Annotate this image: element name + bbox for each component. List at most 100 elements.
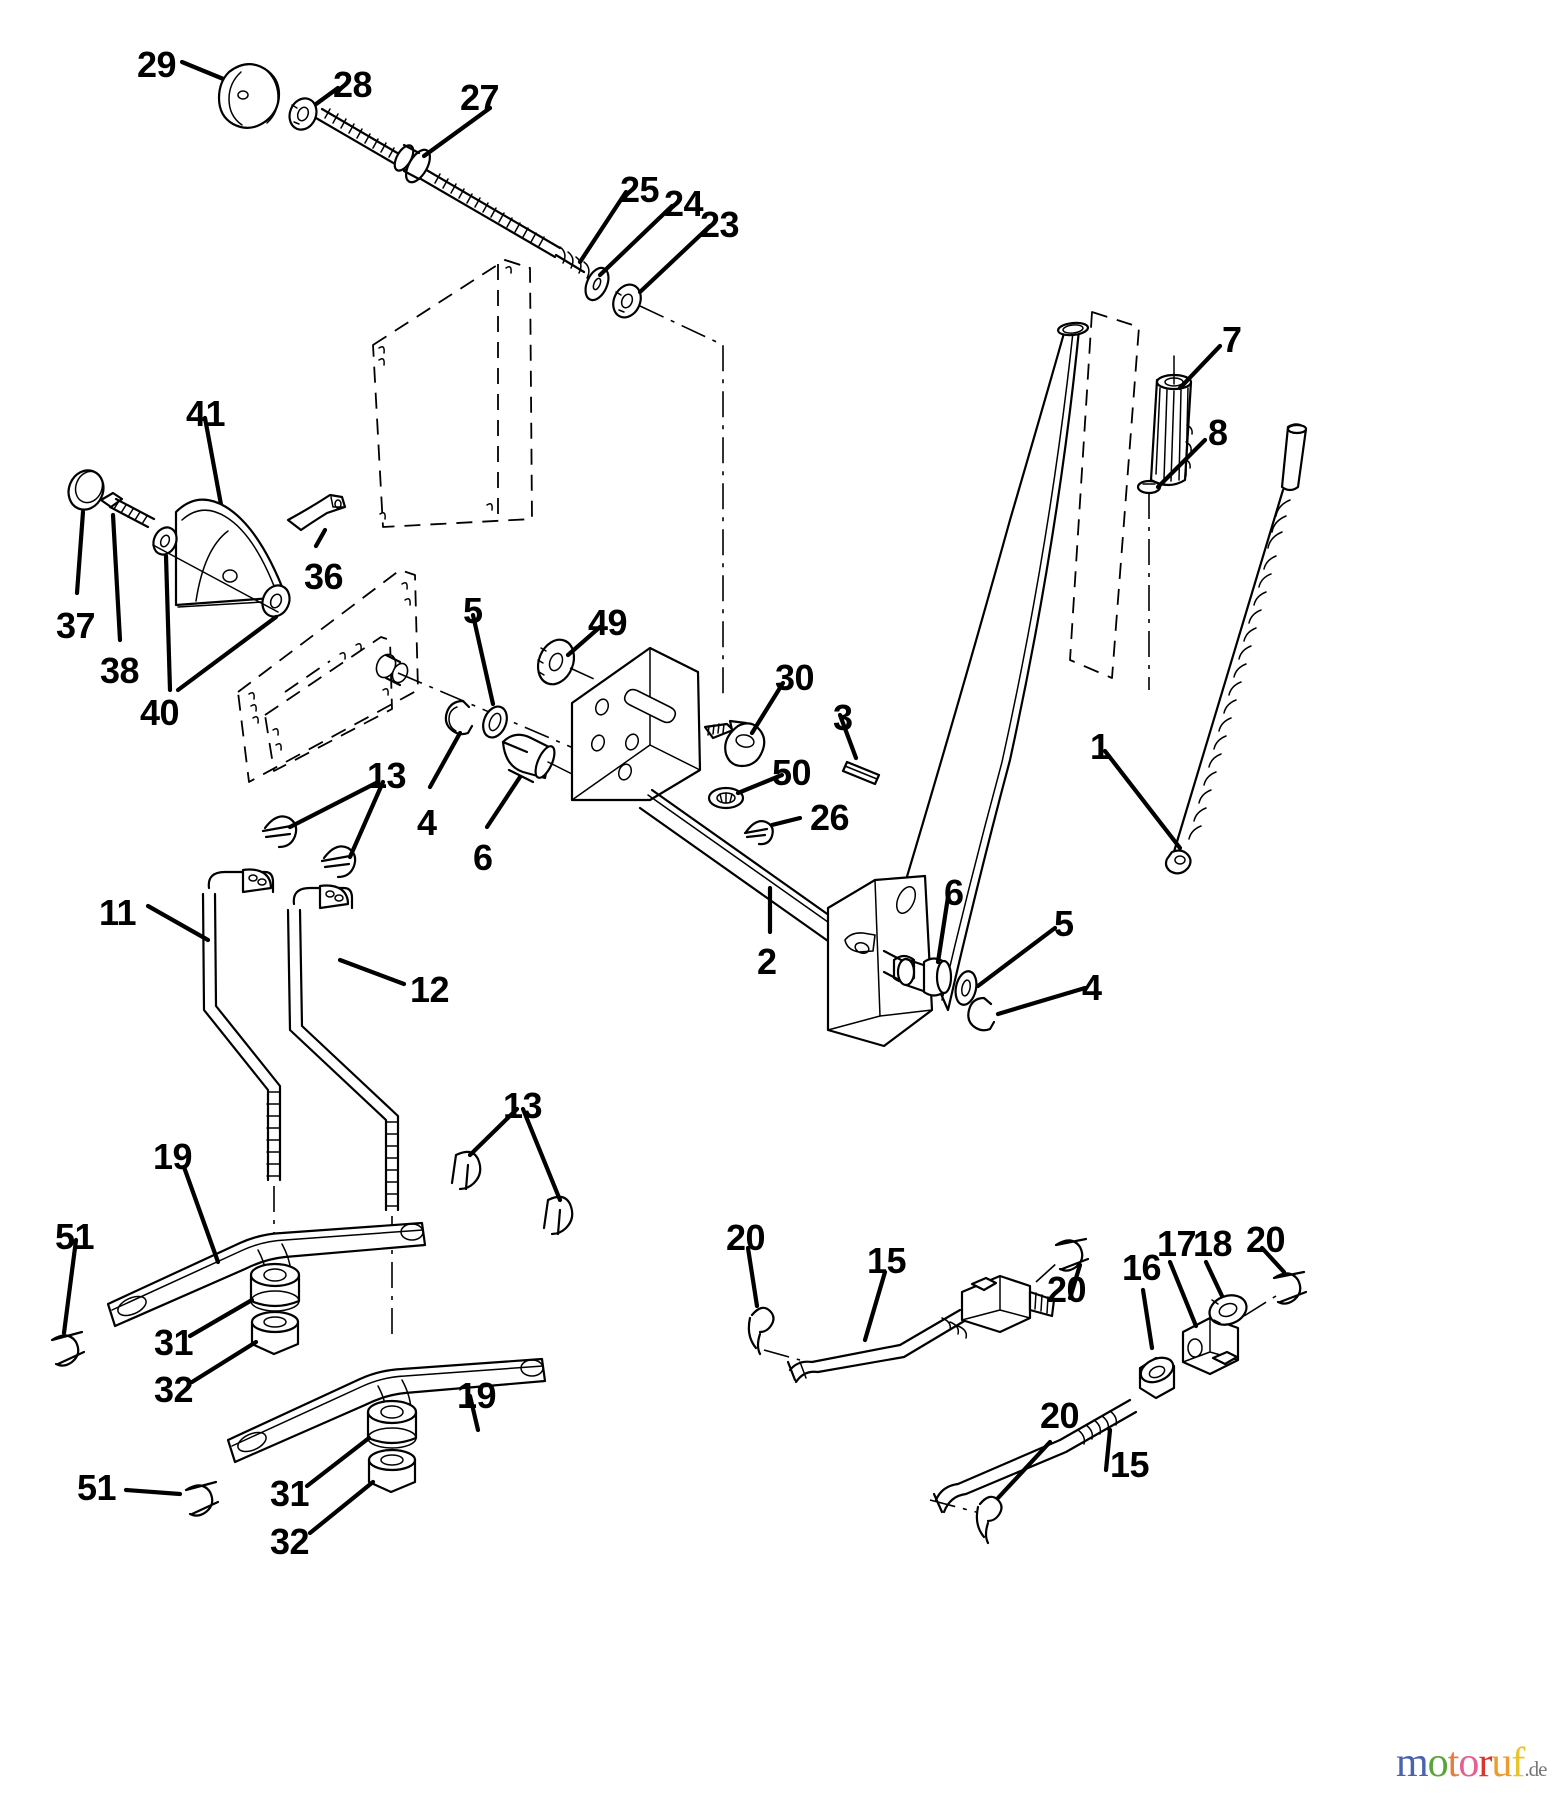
callout-13-upper: 13 xyxy=(367,755,407,796)
wm-letter-t: t xyxy=(1447,1740,1460,1786)
part-32-nut-b xyxy=(367,1448,417,1494)
part-13-clip-d xyxy=(542,1195,574,1236)
part-1-spring-rod xyxy=(1164,423,1308,875)
part-5-washer-center xyxy=(482,705,508,739)
part-2-lift-shaft xyxy=(638,788,842,943)
part-49-flanged-bushing xyxy=(536,638,576,686)
callout-31-upper: 31 xyxy=(154,1322,194,1363)
callout-31-lower: 31 xyxy=(270,1473,310,1514)
grip-tube-phantom xyxy=(1069,311,1140,679)
callout-4-center: 4 xyxy=(417,802,437,843)
wm-letter-u: u xyxy=(1491,1740,1512,1786)
wm-letter-r: r xyxy=(1478,1740,1492,1786)
part-20-clip-bottom xyxy=(975,1495,1003,1545)
part-28-washer xyxy=(288,97,318,131)
callout-2: 2 xyxy=(757,941,777,982)
callout-24: 24 xyxy=(664,183,704,224)
part-31-spacer-b xyxy=(366,1399,418,1449)
part-19-lift-arm-b xyxy=(226,1357,547,1464)
callout-29: 29 xyxy=(137,44,177,85)
callout-15-lower: 15 xyxy=(1110,1444,1150,1485)
callout-13-lower: 13 xyxy=(503,1085,543,1126)
part-51-clip-b xyxy=(184,1480,220,1517)
console-panel-phantom xyxy=(372,259,533,528)
part-36-stop-bracket xyxy=(286,493,347,532)
callout-19-upper: 19 xyxy=(153,1136,193,1177)
motoruf-watermark: motoruf.de xyxy=(1396,1740,1547,1786)
part-37-cap xyxy=(67,469,105,511)
callout-23: 23 xyxy=(700,204,740,245)
callout-20-a: 20 xyxy=(726,1217,766,1258)
callout-1: 1 xyxy=(1090,726,1110,767)
wm-letter-m: m xyxy=(1396,1740,1429,1786)
callout-18: 18 xyxy=(1193,1223,1233,1264)
callout-28: 28 xyxy=(333,64,373,105)
part-38-bolt xyxy=(99,491,156,529)
callout-16: 16 xyxy=(1122,1247,1162,1288)
part-26-cotter-pin xyxy=(743,820,774,846)
callout-30: 30 xyxy=(775,657,815,698)
part-13-clip-c xyxy=(450,1150,482,1191)
part-17-trunnion-upper xyxy=(941,1274,1056,1339)
callout-15-upper: 15 xyxy=(867,1240,907,1281)
part-7-handle-grip xyxy=(1149,373,1193,487)
part-13-clip-b xyxy=(320,845,357,879)
part-31-spacer-a xyxy=(249,1262,301,1312)
lift-lever-handle xyxy=(826,321,1090,1048)
part-15-rod-lower xyxy=(932,1398,1138,1514)
callout-6-center: 6 xyxy=(473,837,493,878)
callout-37: 37 xyxy=(56,605,96,646)
callout-36: 36 xyxy=(304,556,344,597)
callout-38: 38 xyxy=(100,650,140,691)
callout-5-center: 5 xyxy=(463,590,483,631)
part-30-clevis xyxy=(703,719,766,768)
callout-40: 40 xyxy=(140,692,180,733)
wm-letter-o1: o xyxy=(1427,1740,1449,1786)
part-51-clip-a xyxy=(50,1330,86,1367)
callout-49: 49 xyxy=(588,602,628,643)
part-12-lift-link-right xyxy=(286,884,400,1212)
callout-20-d: 20 xyxy=(1040,1395,1080,1436)
callout-32-lower: 32 xyxy=(270,1521,310,1562)
callout-51-lower: 51 xyxy=(77,1467,117,1508)
part-41-lever-boot xyxy=(174,498,288,608)
callout-20-b: 20 xyxy=(1047,1269,1087,1310)
callout-17: 17 xyxy=(1157,1223,1197,1264)
callout-6-right: 6 xyxy=(944,872,964,913)
callout-26: 26 xyxy=(810,797,850,838)
part-4-eclip-center xyxy=(444,699,474,736)
part-17-trunnion-lower xyxy=(1181,1316,1240,1376)
part-11-lift-link-left xyxy=(201,868,282,1182)
part-13-clip-a xyxy=(261,815,298,849)
callout-19-lower: 19 xyxy=(457,1375,497,1416)
callout-41: 41 xyxy=(186,393,226,434)
part-3-roll-pin xyxy=(841,760,881,786)
chassis-plate-phantom xyxy=(237,569,419,783)
callout-4-right: 4 xyxy=(1082,967,1102,1008)
part-20-clip-upper-right xyxy=(1054,1237,1090,1272)
wm-letter-o2: o xyxy=(1458,1740,1479,1786)
callout-5-right: 5 xyxy=(1054,903,1074,944)
callout-12: 12 xyxy=(410,969,450,1010)
part-6-bushing-center xyxy=(501,733,556,784)
callout-20-c: 20 xyxy=(1246,1219,1286,1260)
part-25-spring-washer-group xyxy=(554,246,610,302)
part-16-hex-nut xyxy=(1138,1356,1176,1400)
lift-bracket-plate xyxy=(570,646,702,802)
plate-pivot-stub xyxy=(375,653,409,687)
part-24-nut xyxy=(612,283,642,319)
right-pivot-hardware xyxy=(882,949,996,1032)
part-20-clip-lower-right xyxy=(1272,1270,1308,1305)
callout-27: 27 xyxy=(460,77,500,118)
callout-51-upper: 51 xyxy=(55,1216,95,1257)
part-32-nut-a xyxy=(250,1310,300,1356)
callout-32-upper: 32 xyxy=(154,1369,194,1410)
part-20-clip-left xyxy=(747,1306,775,1356)
part-27-adjustment-rod xyxy=(314,107,562,259)
callout-7: 7 xyxy=(1222,319,1242,360)
callout-11: 11 xyxy=(99,892,137,933)
wm-suffix: .de xyxy=(1524,1757,1547,1781)
callout-3: 3 xyxy=(833,697,853,738)
